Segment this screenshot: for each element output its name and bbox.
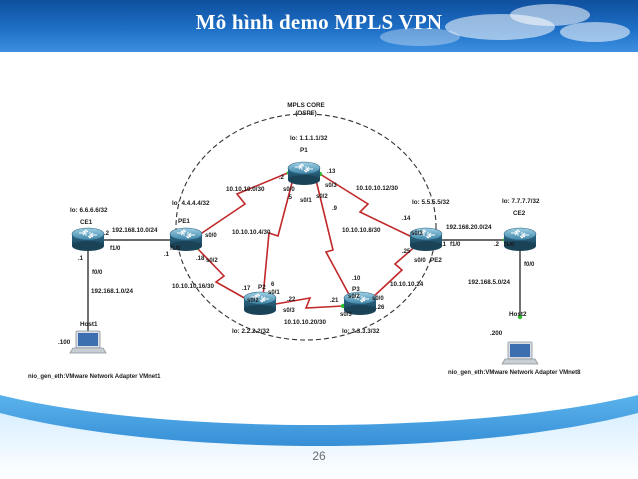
if-label: f0/0 (524, 262, 535, 268)
link-pe1-p2 (196, 247, 249, 301)
host2-name: Host2 (509, 311, 527, 318)
host2-ip: .200 (490, 330, 503, 337)
header-cloud (510, 4, 590, 26)
if-label: s0/2 (348, 294, 360, 300)
footer-wave (0, 395, 638, 479)
if-label: .22 (287, 297, 296, 303)
serial-links (196, 171, 419, 309)
if-label: s0/0 (372, 296, 384, 302)
if-label: .1 (78, 256, 84, 262)
if-label: .10 (352, 276, 361, 282)
if-label: s0/3 (411, 231, 423, 237)
core-label: MPLS CORE (287, 102, 324, 109)
net-ce1-host1: 192.168.1.0/24 (91, 288, 134, 295)
pe1-name: PE1 (178, 218, 190, 225)
if-label: s0/1 (300, 198, 312, 204)
p2-name: P2 (258, 284, 266, 291)
page-number: 26 (312, 449, 326, 463)
if-label: 6 (271, 282, 275, 288)
host1-name: Host1 (80, 321, 98, 328)
if-label: f0/0 (92, 270, 103, 276)
if-label: s0/0 (283, 187, 295, 193)
p1-loopback: lo: 1.1.1.1/32 (290, 135, 328, 142)
net-ce2-host2: 192.168.5.0/24 (468, 279, 511, 286)
p3-name: P3 (352, 286, 360, 293)
core-sublabel: (OSPF) (295, 110, 316, 117)
p1-name: P1 (300, 147, 308, 154)
pe2-loopback: lo: 5.5.5.5/32 (412, 199, 450, 206)
if-label: s0/3 (283, 308, 295, 314)
pe1-loopback: lo: 4.4.4.4/32 (172, 200, 210, 207)
link-pe1-p1 (198, 171, 291, 236)
if-label: .18 (196, 256, 205, 262)
if-label: s0/2 (316, 194, 328, 200)
net-p2-p3: 10.10.10.20/30 (284, 319, 327, 326)
ce2-loopback: lo: 7.7.7.7/32 (502, 198, 540, 205)
if-label: s0/2 (247, 298, 259, 304)
router-ce1[interactable] (71, 227, 105, 252)
link-p3-pe2 (371, 243, 419, 299)
if-label: .2 (279, 175, 285, 181)
if-label: s0/3 (340, 312, 352, 318)
if-label: s0/1 (268, 290, 280, 296)
if-label: .2 (104, 231, 110, 237)
net-pe1-p2b: 10.10.10.16/30 (172, 283, 215, 290)
if-label: .2 (494, 242, 500, 248)
if-label: .1 (441, 242, 447, 248)
if-label: s0/0 (205, 233, 217, 239)
header-cloud (380, 28, 460, 46)
if-label: s0/0 (414, 258, 426, 264)
ce2-name: CE2 (513, 210, 526, 217)
network-diagram: MPLS CORE (OSPF) lo: 1 (28, 102, 581, 380)
if-label: s0/2 (206, 258, 218, 264)
if-label: .1 (164, 252, 170, 258)
net-p1-pe2: 10.10.10.12/30 (356, 185, 399, 192)
router-p1[interactable] (287, 161, 321, 186)
net-p3-pe2: 10.10.10.24 (390, 281, 424, 288)
if-label: .5 (287, 195, 293, 201)
host1-ip: .100 (58, 339, 71, 346)
host2-adapter: nio_gen_eth:VMware Network Adapter VMnet… (448, 370, 581, 376)
if-label: f1/0 (170, 246, 181, 252)
if-label: s0/3 (325, 183, 337, 189)
if-label: .17 (242, 286, 251, 292)
if-label: .25 (402, 249, 411, 255)
mpls-core-boundary (175, 113, 437, 341)
host1-laptop[interactable] (69, 330, 107, 354)
link-p2-p3 (269, 296, 344, 309)
if-label: f1/0 (110, 246, 121, 252)
if-label: .26 (376, 305, 385, 311)
link-p1-p3 (315, 179, 353, 301)
net-p2-p1: 10.10.10.4/30 (232, 229, 271, 236)
slide-title: Mô hình demo MPLS VPN (195, 10, 443, 34)
net-pe1-p1: 10.10.10.0/30 (226, 186, 265, 193)
ethernet-links (87, 239, 521, 335)
host2-laptop[interactable] (501, 341, 539, 365)
p3-loopback: lo: 3.3.3.3/32 (342, 328, 380, 335)
p2-loopback: lo: 2.2.2.2/32 (232, 328, 270, 335)
net-pe2-ce2: 192.168.20.0/24 (446, 224, 492, 231)
if-label: f1/0 (504, 242, 515, 248)
slide-header: Mô hình demo MPLS VPN (0, 0, 638, 52)
link-p1-pe2 (319, 173, 413, 238)
if-label: .9 (332, 206, 338, 212)
host1-adapter: nio_gen_eth:VMware Network Adapter VMnet… (28, 374, 161, 380)
if-label: .21 (330, 298, 339, 304)
if-label: f1/0 (450, 242, 461, 248)
header-cloud (560, 22, 630, 42)
interface-dots (85, 170, 523, 338)
net-ce1-pe1: 192.168.10.0/24 (112, 227, 158, 234)
link-p1-p2 (262, 178, 294, 298)
ce1-loopback: lo: 6.6.6.6/32 (70, 207, 108, 214)
net-p1-p3: 10.10.10.8/30 (342, 227, 381, 234)
if-label: .14 (402, 216, 411, 222)
pe2-name: PE2 (430, 257, 442, 264)
ce1-name: CE1 (80, 219, 93, 226)
if-label: .13 (327, 169, 336, 175)
